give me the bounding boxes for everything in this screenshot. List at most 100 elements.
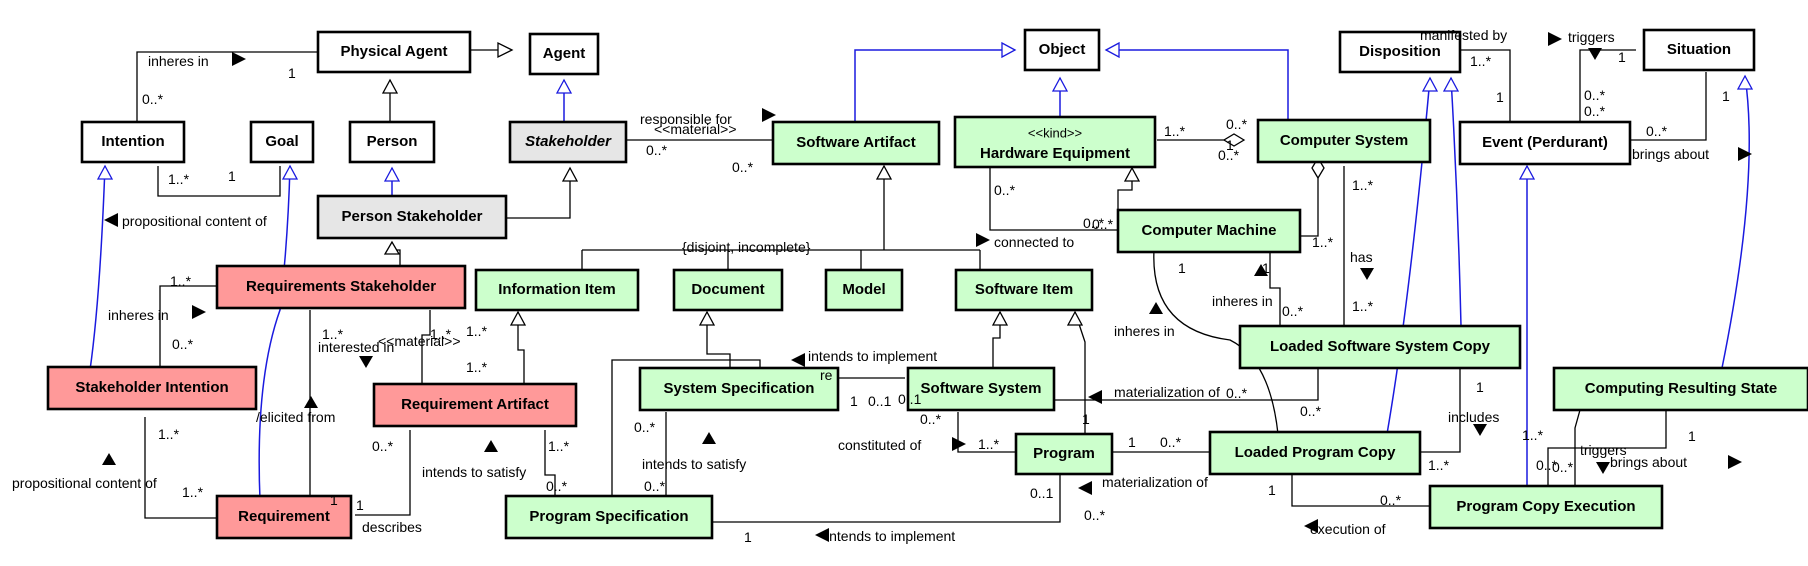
multiplicity: 0..*	[1584, 103, 1606, 119]
multiplicity: 0..*	[142, 91, 164, 107]
multiplicity: 1..*	[170, 273, 192, 289]
svg-text:Computer Machine: Computer Machine	[1141, 222, 1276, 239]
class-requirements-stakeholder[interactable]: Requirements Stakeholder	[215, 264, 467, 310]
class-computer-machine[interactable]: Computer Machine	[1116, 208, 1302, 254]
class-loaded-program-copy[interactable]: Loaded Program Copy	[1208, 430, 1422, 476]
class-stakeholder[interactable]: Stakeholder	[508, 120, 628, 164]
label-interested-in: interested in	[318, 339, 394, 355]
multiplicity: 0..*	[172, 336, 194, 352]
multiplicity: 1	[1688, 428, 1696, 444]
svg-text:Physical Agent: Physical Agent	[341, 43, 448, 60]
multiplicity: 1	[1082, 411, 1090, 427]
label-materialization-of: materialization of	[1102, 474, 1208, 490]
multiplicity: 0..*	[994, 182, 1016, 198]
label-re-fragment: re	[820, 367, 833, 383]
multiplicity: 0..1	[868, 393, 892, 409]
multiplicity: 1..*	[1522, 427, 1544, 443]
label-includes: includes	[1448, 409, 1499, 425]
class-stakeholder-intention[interactable]: Stakeholder Intention	[46, 365, 258, 411]
label-material: <<material>>	[378, 333, 461, 349]
svg-text:Program Specification: Program Specification	[529, 508, 688, 525]
svg-text:Agent: Agent	[543, 45, 586, 62]
multiplicity: 0..*	[1536, 457, 1558, 473]
multiplicity: 1..*	[168, 171, 190, 187]
multiplicity: 1..*	[1164, 123, 1186, 139]
multiplicity: 0..*	[920, 411, 942, 427]
label-brings-about: brings about	[1610, 454, 1687, 470]
label-constituted-of: constituted of	[838, 437, 921, 453]
label-describes: describes	[362, 519, 422, 535]
multiplicity: 0..*	[1092, 216, 1114, 232]
multiplicity: 1	[330, 492, 338, 508]
class-requirement-artifact[interactable]: Requirement Artifact	[372, 382, 578, 428]
multiplicity: 1	[1268, 482, 1276, 498]
class-model[interactable]: Model	[824, 268, 904, 312]
multiplicity: 1	[228, 168, 236, 184]
multiplicity: 1..*	[1470, 53, 1492, 69]
multiplicity: 0..*	[1226, 385, 1248, 401]
class-agent[interactable]: Agent	[528, 32, 600, 76]
svg-text:Loaded Software System Copy: Loaded Software System Copy	[1270, 338, 1491, 355]
svg-text:Person Stakeholder: Person Stakeholder	[342, 208, 483, 225]
multiplicity: 1..*	[466, 323, 488, 339]
label-generalization-set: {disjoint, incomplete}	[682, 239, 811, 255]
multiplicity: 1..*	[1352, 298, 1374, 314]
svg-text:Disposition: Disposition	[1359, 43, 1441, 60]
label-inheres-in: inheres in	[108, 307, 169, 323]
label-propositional-content-of: propositional content of	[122, 213, 267, 229]
class-software-system[interactable]: Software System	[906, 366, 1056, 412]
class-loaded-software-system-copy[interactable]: Loaded Software System Copy	[1238, 324, 1522, 370]
multiplicity: 1	[1722, 88, 1730, 104]
class-software-item[interactable]: Software Item	[954, 268, 1094, 312]
multiplicity: 1	[1476, 379, 1484, 395]
multiplicity: 0..*	[634, 419, 656, 435]
multiplicity: 0..*	[646, 142, 668, 158]
class-program-specification[interactable]: Program Specification	[504, 494, 714, 540]
svg-text:Loaded Program Copy: Loaded Program Copy	[1235, 444, 1397, 461]
multiplicity: 1	[1226, 137, 1234, 153]
class-computer-system[interactable]: Computer System	[1256, 118, 1432, 164]
multiplicity: 0..*	[1584, 87, 1606, 103]
class-software-artifact[interactable]: Software Artifact	[771, 120, 941, 166]
class-information-item[interactable]: Information Item	[474, 268, 640, 312]
multiplicity: 1..*	[322, 326, 344, 342]
multiplicity: 1..*	[1352, 177, 1374, 193]
label-elicited-from: /elicited from	[256, 409, 335, 425]
class-intention[interactable]: Intention	[80, 120, 186, 164]
class-program-copy-execution[interactable]: Program Copy Execution	[1428, 484, 1664, 530]
multiplicity: 1..*	[548, 438, 570, 454]
svg-text:Stakeholder Intention: Stakeholder Intention	[75, 379, 228, 396]
label-inheres-in: inheres in	[1212, 293, 1273, 309]
multiplicity: 1	[1178, 260, 1186, 276]
multiplicity: 0..*	[732, 159, 754, 175]
class-document[interactable]: Document	[672, 268, 784, 312]
class-computing-resulting-state[interactable]: Computing Resulting State	[1552, 366, 1808, 412]
class-program[interactable]: Program	[1014, 432, 1114, 476]
class-person[interactable]: Person	[348, 120, 436, 164]
class-event[interactable]: Event (Perdurant)	[1458, 120, 1632, 166]
multiplicity: 0..*	[644, 478, 666, 494]
class-system-specification[interactable]: System Specification	[638, 366, 840, 412]
multiplicity: 0..*	[1282, 303, 1304, 319]
svg-text:Hardware Equipment: Hardware Equipment	[980, 145, 1130, 162]
class-boxes: Physical Agent Agent Intention Goal Pers…	[46, 28, 1808, 540]
class-physical-agent[interactable]: Physical Agent	[316, 30, 472, 74]
class-disposition[interactable]: Disposition	[1338, 30, 1462, 74]
label-execution-of: execution of	[1310, 521, 1386, 537]
multiplicity: 0..*	[546, 478, 568, 494]
multiplicity: 1	[1496, 89, 1504, 105]
class-person-stakeholder[interactable]: Person Stakeholder	[316, 194, 508, 240]
label-intends-to-implement: intends to implement	[808, 348, 937, 364]
class-hardware-equipment[interactable]: <<kind>> Hardware Equipment	[953, 115, 1157, 169]
generalization-arrowheads	[96, 41, 1754, 326]
class-situation[interactable]: Situation	[1642, 28, 1756, 72]
class-goal[interactable]: Goal	[249, 120, 315, 164]
svg-text:Program: Program	[1033, 445, 1095, 462]
svg-text:Software Artifact: Software Artifact	[796, 134, 915, 151]
class-object[interactable]: Object	[1023, 28, 1101, 72]
label-intends-to-implement: intends to implement	[826, 528, 955, 544]
multiplicity: 1	[1128, 434, 1136, 450]
label-triggers: triggers	[1568, 29, 1615, 45]
class-requirement[interactable]: Requirement	[215, 494, 353, 540]
